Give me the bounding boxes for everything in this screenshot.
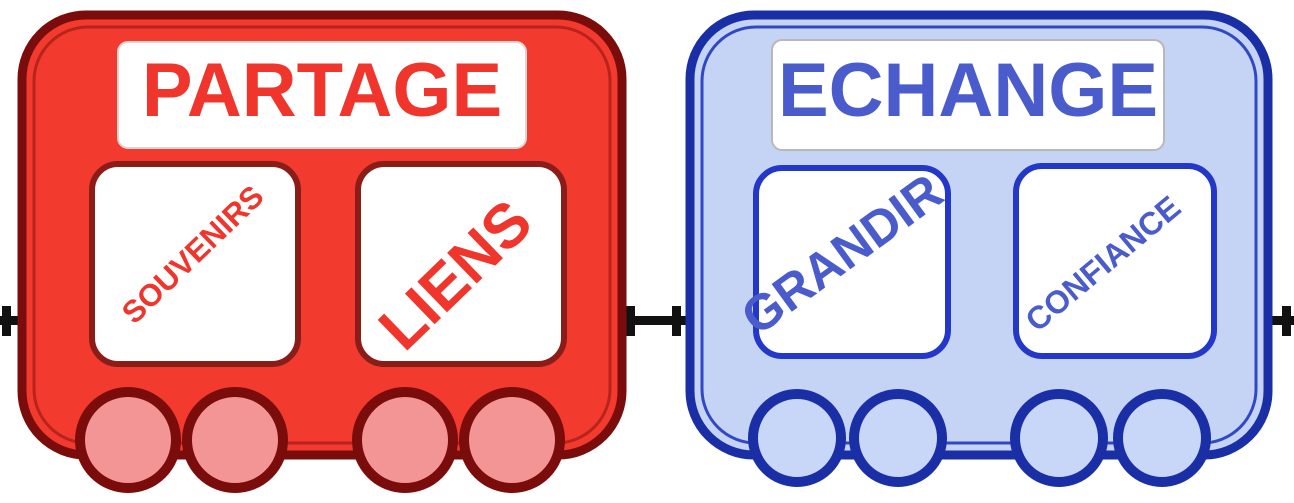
wagon-title: PARTAGE — [142, 48, 502, 133]
wheel — [854, 394, 942, 482]
wheel — [187, 392, 283, 488]
wagon-echange: ECHANGE GRANDIR CONFIANCE — [690, 15, 1268, 482]
wheel — [80, 392, 176, 488]
wheel — [1118, 394, 1206, 482]
coupler-middle — [616, 306, 690, 336]
wheel — [464, 392, 560, 488]
wheel — [1015, 394, 1103, 482]
wheel — [753, 394, 841, 482]
wagon-partage: PARTAGE SOUVENIRS LIENS — [22, 15, 622, 488]
wagon-title: ECHANGE — [778, 48, 1158, 133]
wheel — [357, 392, 453, 488]
